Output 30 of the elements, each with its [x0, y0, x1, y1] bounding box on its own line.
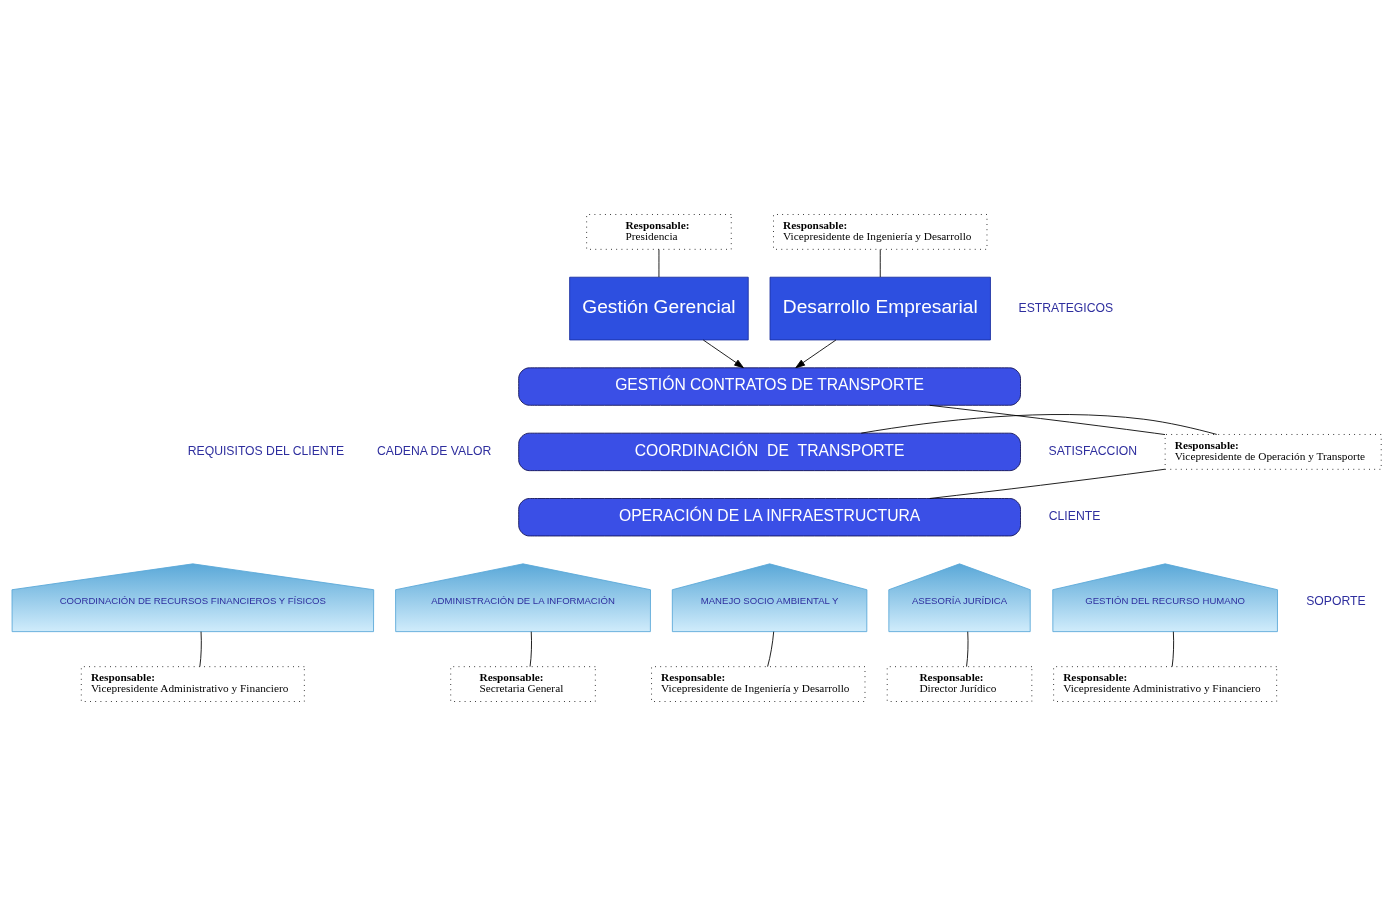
node-box: COORDINACIÓN DE TRANSPORTE [518, 432, 1021, 472]
connector [929, 468, 1166, 499]
node-box: Responsable: Secretaria General [450, 666, 596, 702]
node-box: Responsable: Director Jurídico [886, 666, 1033, 702]
connector [658, 248, 660, 278]
node-box: Gestión Gerencial [569, 276, 749, 341]
connector [1171, 631, 1175, 668]
arrow [795, 339, 837, 369]
node-box: Responsable: Vicepresidente Administrativo y Financiero [80, 666, 305, 702]
connector [929, 404, 1166, 436]
arrow [702, 339, 744, 369]
node-box: Responsable: Vicepresidente de Ingeniería y Desarrollo [773, 214, 988, 250]
label: CADENA DE VALOR [377, 444, 492, 459]
label: SATISFACCION [1048, 444, 1138, 459]
connector [199, 631, 202, 668]
node-box: Responsable: Presidencia [586, 214, 732, 250]
node-box: Desarrollo Empresarial [769, 276, 991, 341]
node-box: OPERACIÓN DE LA INFRAESTRUCTURA [518, 498, 1021, 537]
connector [529, 631, 532, 668]
connector [860, 414, 1218, 435]
label: SOPORTE [1306, 593, 1366, 608]
label: ESTRATEGICOS [1018, 300, 1114, 315]
label: REQUISITOS DEL CLIENTE [187, 444, 345, 459]
connector [966, 631, 969, 668]
node-box: Responsable: Vicepresidente de Ingeniería y Desarrollo [651, 666, 866, 702]
connector [767, 631, 775, 668]
node-box: Responsable: Vicepresidente de Operación y Transporte [1164, 434, 1382, 470]
node-box: GESTIÓN CONTRATOS DE TRANSPORTE [518, 367, 1021, 406]
node-box: Responsable: Vicepresidente Administrativo y Financiero [1053, 666, 1278, 702]
label: CLIENTE [1048, 509, 1101, 524]
